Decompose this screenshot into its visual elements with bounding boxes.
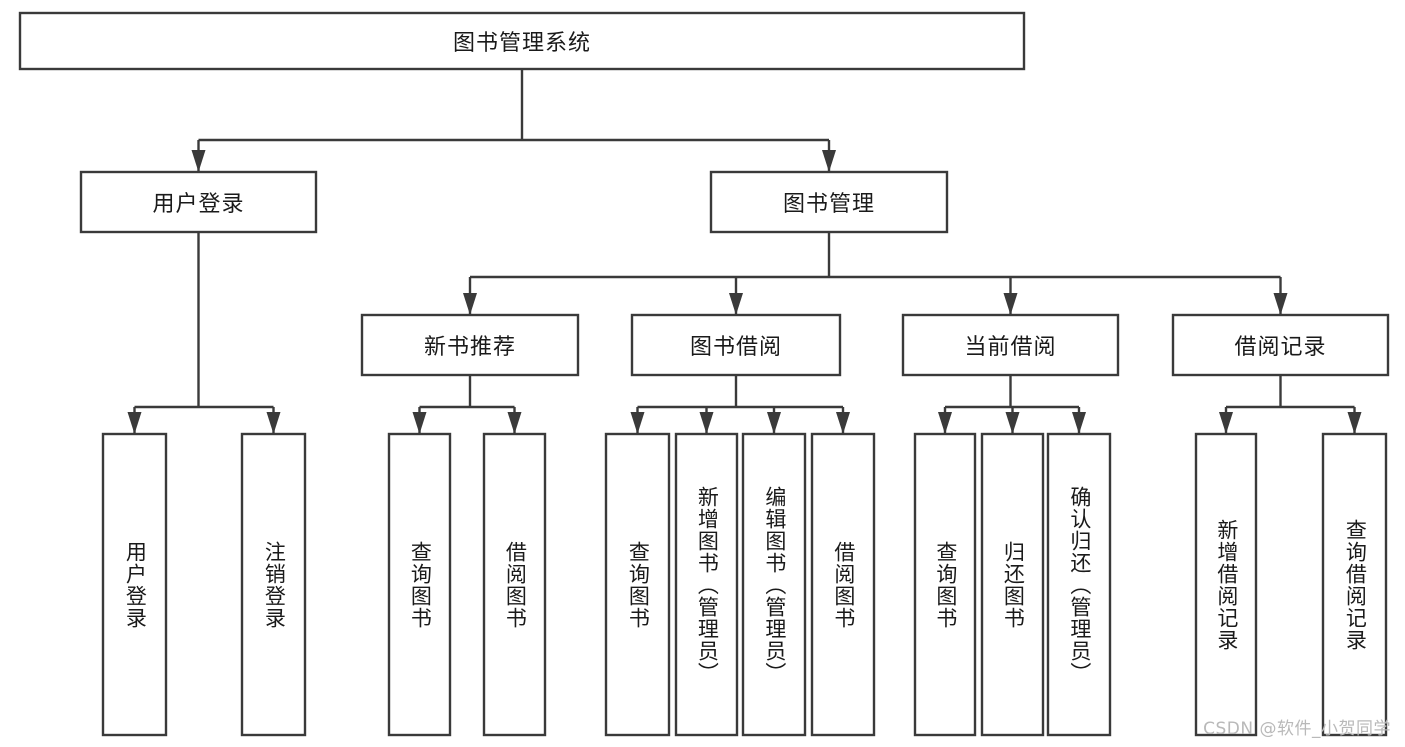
arrow-head-icon (1005, 412, 1020, 434)
level2-node-box[interactable] (630, 313, 842, 377)
leaf-node[interactable] (743, 434, 805, 735)
arrow-head-icon (1003, 293, 1018, 315)
level2-node[interactable] (362, 315, 578, 375)
arrow-head-icon (1273, 293, 1288, 315)
leaf-node[interactable] (1048, 434, 1110, 735)
arrow-head-icon (127, 412, 142, 434)
level2-node-box[interactable] (360, 313, 580, 377)
watermark: CSDN @软件_小贺同学 (1203, 719, 1391, 739)
leaf-node-box[interactable] (913, 432, 977, 737)
leaf-node-box[interactable] (240, 432, 307, 737)
arrow-head-icon (266, 412, 281, 434)
arrow-head-icon (836, 412, 850, 434)
leaf-node[interactable] (915, 434, 975, 735)
arrow-head-icon (767, 412, 781, 434)
leaf-node[interactable] (389, 434, 450, 735)
leaf-node[interactable] (242, 434, 305, 735)
level1-node-box[interactable] (79, 170, 318, 234)
root-node[interactable] (20, 13, 1024, 69)
arrow-head-icon (412, 412, 427, 434)
level2-node[interactable] (632, 315, 840, 375)
level1-node-box[interactable] (709, 170, 949, 234)
leaf-node-box[interactable] (1194, 432, 1258, 737)
leaf-node-box[interactable] (1046, 432, 1112, 737)
leaf-node-box[interactable] (101, 432, 168, 737)
level1-node[interactable] (81, 172, 316, 232)
leaf-node-box[interactable] (674, 432, 739, 737)
level2-node-box[interactable] (1171, 313, 1390, 377)
leaf-node-box[interactable] (980, 432, 1045, 737)
leaf-node[interactable] (103, 434, 166, 735)
connector-layer (127, 69, 1362, 434)
level2-node[interactable] (903, 315, 1118, 375)
arrow-head-icon (938, 412, 952, 434)
level2-node[interactable] (1173, 315, 1388, 375)
arrow-head-icon (191, 150, 206, 172)
leaf-node[interactable] (606, 434, 669, 735)
arrow-head-icon (822, 150, 836, 172)
leaf-node[interactable] (812, 434, 874, 735)
root-node-box[interactable] (18, 11, 1026, 71)
arrow-head-icon (463, 293, 477, 315)
arrow-head-icon (699, 412, 714, 434)
arrow-head-icon (630, 412, 645, 434)
level1-node[interactable] (711, 172, 947, 232)
arrow-head-icon (1072, 412, 1086, 434)
level2-node-box[interactable] (901, 313, 1120, 377)
leaf-node-box[interactable] (482, 432, 547, 737)
arrow-head-icon (507, 412, 522, 434)
leaf-node-box[interactable] (810, 432, 876, 737)
leaf-node[interactable] (1196, 434, 1256, 735)
leaf-node[interactable] (982, 434, 1043, 735)
leaf-node-box[interactable] (387, 432, 452, 737)
leaf-node-box[interactable] (604, 432, 671, 737)
leaf-node[interactable] (676, 434, 737, 735)
leaf-node[interactable] (484, 434, 545, 735)
leaf-node[interactable] (1323, 434, 1386, 735)
arrow-head-icon (729, 293, 743, 315)
arrow-head-icon (1347, 412, 1362, 434)
leaf-node-box[interactable] (1321, 432, 1388, 737)
leaf-node-box[interactable] (741, 432, 807, 737)
box-layer (18, 11, 1390, 737)
arrow-head-icon (1219, 412, 1233, 434)
